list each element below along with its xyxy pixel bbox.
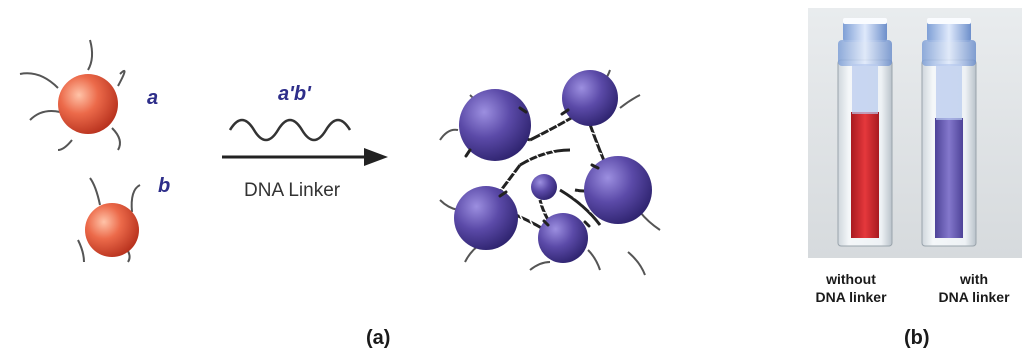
panel-a-caption: (a) bbox=[366, 327, 390, 349]
left-vial-label-line1: without bbox=[825, 271, 876, 287]
right-vial-label-line1: with bbox=[959, 271, 988, 287]
vial-without-linker bbox=[837, 18, 893, 247]
purple-solution bbox=[935, 118, 963, 238]
nanoparticle-aggregate bbox=[439, 69, 661, 276]
panel-a: a b a'b' DNA Linker bbox=[19, 39, 661, 349]
dna-linker-strand bbox=[228, 118, 352, 142]
particle-b-label: b bbox=[158, 175, 170, 197]
red-solution bbox=[851, 112, 879, 238]
panel-b: without DNA linker with DNA linker (b) bbox=[808, 8, 1022, 349]
left-vial-label-line2: DNA linker bbox=[815, 289, 887, 305]
panel-b-caption: (b) bbox=[904, 327, 930, 349]
reaction-arrow bbox=[222, 148, 388, 166]
particle-a-label: a bbox=[147, 87, 158, 109]
right-vial-label-line2: DNA linker bbox=[938, 289, 1010, 305]
gold-nanoparticle-b bbox=[77, 177, 141, 263]
linker-sequence-label: a'b' bbox=[278, 83, 312, 105]
vial-with-linker bbox=[921, 18, 977, 247]
gold-nanoparticle-a bbox=[19, 39, 126, 151]
arrow-caption: DNA Linker bbox=[244, 180, 341, 201]
